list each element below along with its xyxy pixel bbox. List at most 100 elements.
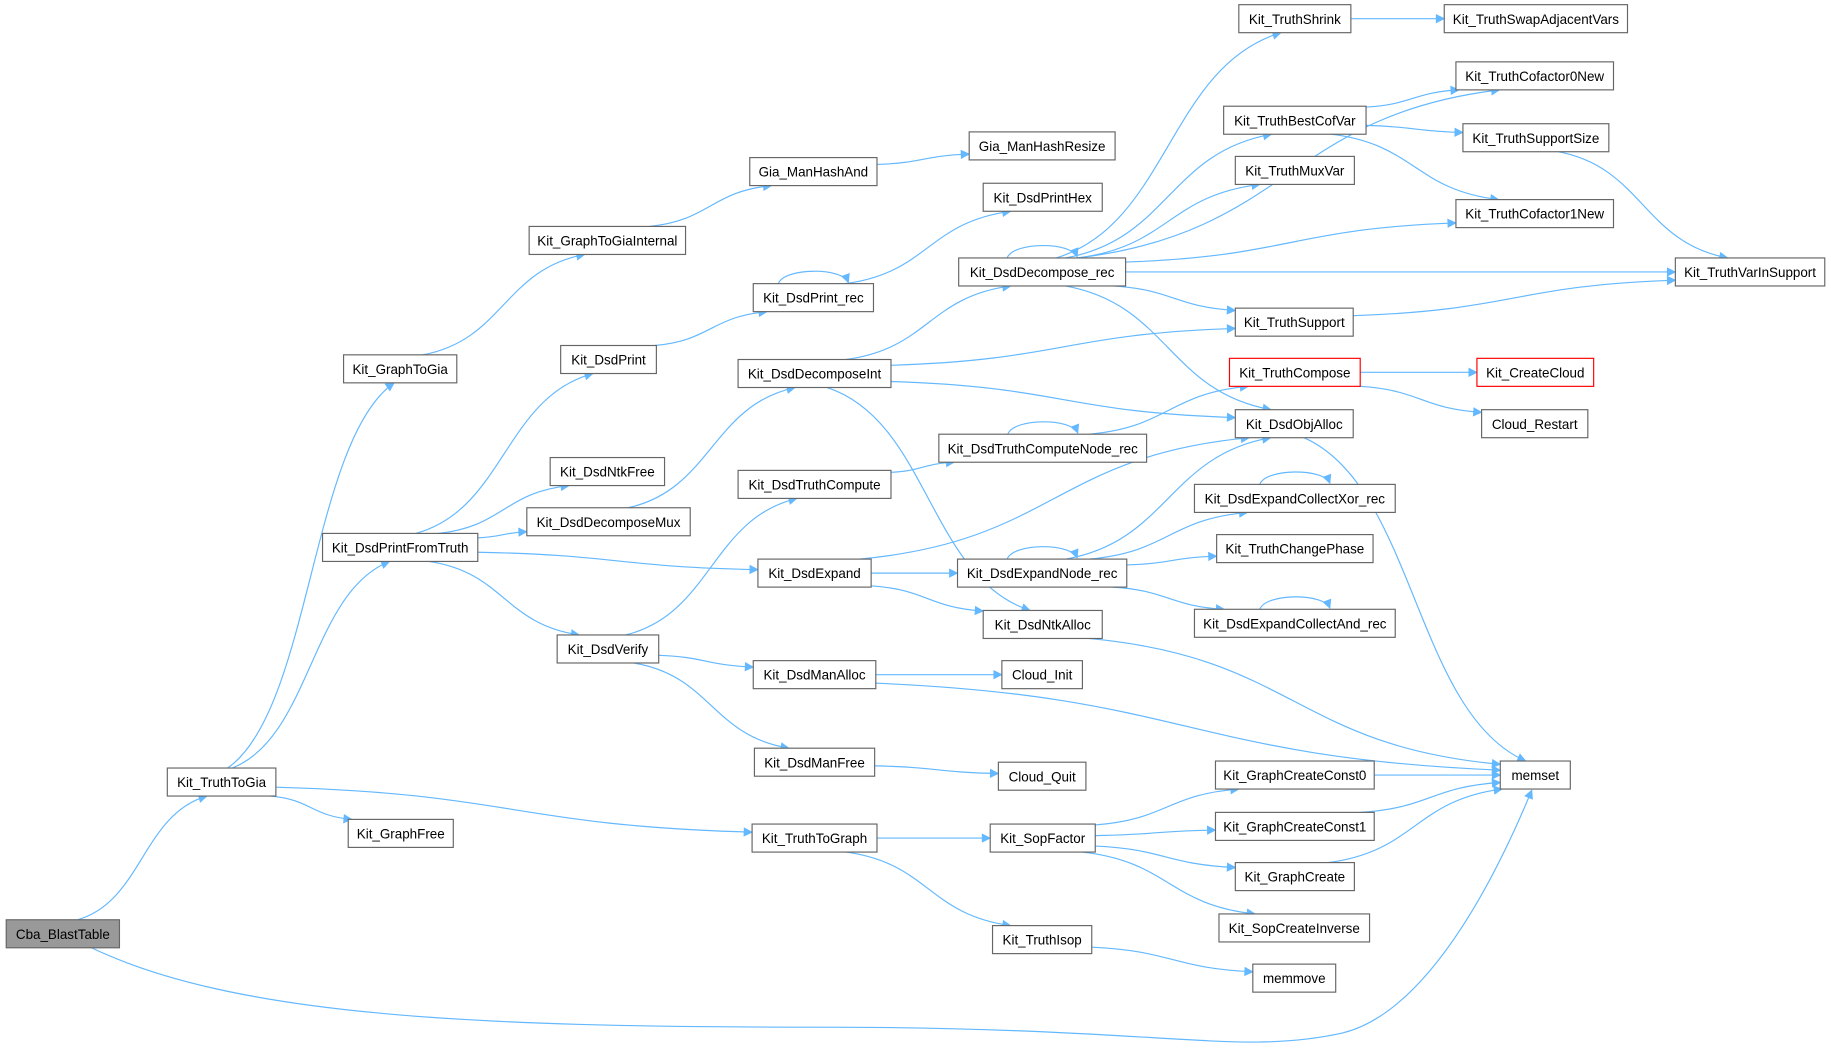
- edge-kit-dsd-print-from-truth-to-kit-dsd-verify: [428, 560, 581, 639]
- node-label: Kit_DsdManFree: [764, 755, 865, 770]
- node-box: [982, 182, 1103, 212]
- node-kit-dsd-print-from-truth[interactable]: Kit_DsdPrintFromTruth: [321, 532, 479, 563]
- node-gia-man-hash-and[interactable]: Gia_ManHashAnd: [749, 156, 878, 187]
- node-kit-dsd-man-free[interactable]: Kit_DsdManFree: [753, 747, 876, 777]
- node-kit-dsd-print[interactable]: Kit_DsdPrint: [560, 344, 657, 375]
- edge-kit-truth-best-cof-var-to-kit-truth-support-size: [1366, 124, 1464, 137]
- node-kit-truth-shrink[interactable]: Kit_TruthShrink: [1238, 4, 1352, 34]
- edge-kit-dsd-print-from-truth-to-kit-dsd-decompose-mux: [477, 527, 528, 539]
- node-kit-graph-to-gia-internal[interactable]: Kit_GraphToGiaInternal: [528, 225, 687, 256]
- node-label: Kit_TruthCofactor1New: [1465, 207, 1604, 222]
- edge-kit-truth-to-gia-to-kit-graph-free: [270, 795, 353, 824]
- node-box: [1234, 155, 1355, 186]
- node-box: [938, 433, 1148, 463]
- node-kit-truth-to-gia[interactable]: Kit_TruthToGia: [166, 767, 277, 797]
- edge-kit-truth-support-to-kit-truth-var-in-support: [1353, 275, 1677, 317]
- edge-kit-dsd-verify-to-kit-dsd-man-free: [633, 662, 790, 752]
- node-kit-dsd-ntk-alloc[interactable]: Kit_DsdNtkAlloc: [982, 609, 1103, 640]
- node-label: Kit_TruthToGraph: [762, 831, 867, 846]
- node-label: Cloud_Restart: [1492, 417, 1578, 432]
- node-kit-truth-swap-adjacent-vars[interactable]: Kit_TruthSwapAdjacentVars: [1443, 4, 1629, 34]
- node-kit-dsd-obj-alloc[interactable]: Kit_DsdObjAlloc: [1234, 409, 1354, 439]
- edge-kit-dsd-verify-to-kit-dsd-truth-compute: [625, 495, 798, 636]
- node-kit-truth-cofactor1-new[interactable]: Kit_TruthCofactor1New: [1455, 199, 1615, 229]
- node-kit-dsd-decompose-mux[interactable]: Kit_DsdDecomposeMux: [526, 507, 691, 537]
- node-kit-dsd-verify[interactable]: Kit_DsdVerify: [556, 634, 660, 664]
- node-kit-dsd-print-rec[interactable]: Kit_DsdPrint_rec: [752, 283, 875, 313]
- edge-kit-dsd-decompose-rec-to-kit-truth-best-cof-var: [1065, 131, 1273, 259]
- edge-cba-blast-table-to-memset: [91, 789, 1533, 1043]
- node-kit-truth-mux-var[interactable]: Kit_TruthMuxVar: [1234, 155, 1355, 186]
- node-kit-graph-create-const0[interactable]: Kit_GraphCreateConst0: [1214, 760, 1375, 790]
- node-box: [321, 532, 479, 563]
- node-kit-dsd-decompose-int[interactable]: Kit_DsdDecomposeInt: [737, 358, 892, 389]
- edge-kit-dsd-truth-compute-to-kit-dsd-truth-compute-node-rec: [890, 457, 956, 473]
- node-label: Kit_TruthSupportSize: [1472, 131, 1599, 146]
- node-kit-truth-change-phase[interactable]: Kit_TruthChangePhase: [1216, 534, 1374, 564]
- edge-kit-dsd-decompose-rec-to-kit-dsd-decompose-rec: [1006, 244, 1079, 259]
- node-gia-man-hash-resize[interactable]: Gia_ManHashResize: [968, 131, 1116, 161]
- node-kit-dsd-expand-collect-and-rec[interactable]: Kit_DsdExpandCollectAnd_rec: [1193, 608, 1396, 638]
- node-box: [989, 823, 1096, 853]
- node-kit-dsd-print-hex[interactable]: Kit_DsdPrintHex: [982, 182, 1103, 212]
- node-memmove[interactable]: memmove: [1252, 963, 1337, 993]
- node-kit-graph-to-gia[interactable]: Kit_GraphToGia: [342, 354, 458, 384]
- node-box: [997, 761, 1087, 791]
- node-kit-truth-best-cof-var[interactable]: Kit_TruthBestCofVar: [1223, 105, 1367, 135]
- node-kit-dsd-truth-compute[interactable]: Kit_DsdTruthCompute: [737, 469, 892, 499]
- node-memset[interactable]: memset: [1499, 760, 1571, 790]
- node-label: Kit_TruthBestCofVar: [1234, 113, 1356, 128]
- edge-kit-dsd-ntk-alloc-to-memset: [1088, 637, 1502, 769]
- node-kit-dsd-man-alloc[interactable]: Kit_DsdManAlloc: [752, 660, 877, 690]
- node-box: [1214, 760, 1375, 790]
- node-box: [1481, 409, 1589, 439]
- node-kit-truth-to-graph[interactable]: Kit_TruthToGraph: [751, 823, 878, 853]
- node-label: memset: [1511, 768, 1559, 783]
- node-cloud-quit[interactable]: Cloud_Quit: [997, 761, 1087, 791]
- node-kit-graph-create-const1[interactable]: Kit_GraphCreateConst1: [1214, 811, 1375, 841]
- node-box: [347, 818, 454, 848]
- node-kit-dsd-expand-node-rec[interactable]: Kit_DsdExpandNode_rec: [956, 558, 1128, 588]
- node-box: [958, 257, 1127, 287]
- node-kit-truth-var-in-support[interactable]: Kit_TruthVarInSupport: [1674, 257, 1826, 287]
- node-box: [737, 358, 892, 389]
- node-kit-truth-isop[interactable]: Kit_TruthIsop: [991, 925, 1093, 955]
- edge-kit-dsd-decompose-rec-to-kit-truth-mux-var: [1076, 180, 1261, 259]
- node-kit-dsd-expand-collect-xor-rec[interactable]: Kit_DsdExpandCollectXor_rec: [1193, 483, 1396, 513]
- node-kit-create-cloud[interactable]: Kit_CreateCloud: [1476, 357, 1595, 387]
- node-kit-sop-create-inverse[interactable]: Kit_SopCreateInverse: [1218, 913, 1371, 943]
- node-kit-truth-compose[interactable]: Kit_TruthCompose: [1228, 357, 1361, 387]
- node-label: Kit_SopCreateInverse: [1229, 921, 1360, 936]
- node-label: Kit_DsdPrint: [571, 353, 646, 368]
- node-box: [1001, 660, 1083, 690]
- node-label: Kit_TruthToGia: [177, 775, 266, 790]
- node-box: [1238, 4, 1352, 34]
- node-label: Kit_DsdExpandNode_rec: [967, 566, 1118, 581]
- node-kit-dsd-decompose-rec[interactable]: Kit_DsdDecompose_rec: [958, 257, 1127, 287]
- node-kit-truth-support[interactable]: Kit_TruthSupport: [1234, 307, 1354, 337]
- node-label: Kit_TruthCofactor0New: [1465, 69, 1604, 84]
- node-label: memmove: [1263, 971, 1326, 986]
- edge-kit-truth-to-graph-to-kit-truth-isop: [845, 851, 1012, 930]
- node-kit-dsd-expand[interactable]: Kit_DsdExpand: [757, 558, 872, 588]
- node-label: Kit_DsdDecompose_rec: [970, 265, 1115, 280]
- node-box: [757, 558, 872, 588]
- edge-kit-dsd-man-alloc-to-memset: [875, 682, 1502, 775]
- node-kit-sop-factor[interactable]: Kit_SopFactor: [989, 823, 1096, 853]
- node-cloud-init[interactable]: Cloud_Init: [1001, 660, 1083, 690]
- edge-kit-dsd-decompose-int-to-kit-dsd-decompose-rec: [845, 282, 1012, 361]
- node-kit-truth-cofactor0-new[interactable]: Kit_TruthCofactor0New: [1455, 61, 1615, 91]
- node-kit-dsd-truth-compute-node-rec[interactable]: Kit_DsdTruthComputeNode_rec: [938, 433, 1148, 463]
- node-label: Kit_TruthSwapAdjacentVars: [1453, 12, 1619, 27]
- edge-kit-graph-create-const1-to-memset: [1360, 778, 1502, 813]
- edge-kit-sop-factor-to-kit-graph-create-const1: [1095, 825, 1217, 837]
- edge-kit-truth-isop-to-memmove: [1091, 946, 1254, 977]
- node-box: [991, 925, 1093, 955]
- node-kit-graph-create[interactable]: Kit_GraphCreate: [1234, 861, 1355, 892]
- node-cba-blast-table[interactable]: Cba_BlastTable: [5, 919, 121, 949]
- node-box: [1193, 608, 1396, 638]
- node-kit-dsd-ntk-free[interactable]: Kit_DsdNtkFree: [549, 456, 666, 487]
- node-kit-truth-support-size[interactable]: Kit_TruthSupportSize: [1462, 123, 1610, 153]
- node-cloud-restart[interactable]: Cloud_Restart: [1481, 409, 1589, 439]
- node-kit-graph-free[interactable]: Kit_GraphFree: [347, 818, 454, 848]
